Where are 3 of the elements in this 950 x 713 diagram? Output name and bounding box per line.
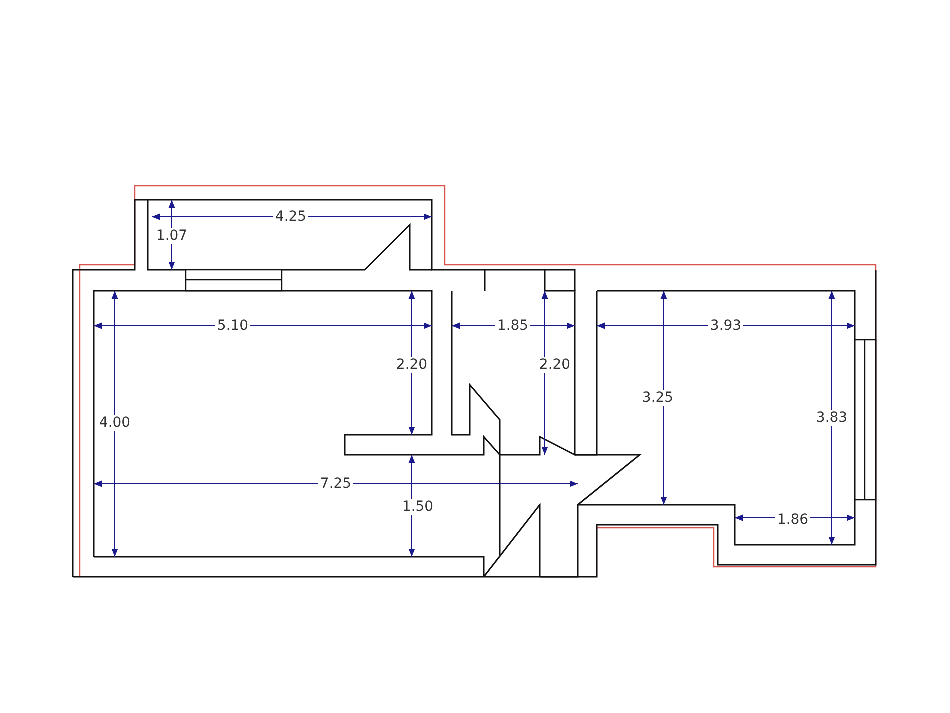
dimension-label: 2.20 <box>537 357 573 373</box>
dimension-label: 4.00 <box>97 415 133 431</box>
dimension-label: 2.20 <box>394 357 430 373</box>
